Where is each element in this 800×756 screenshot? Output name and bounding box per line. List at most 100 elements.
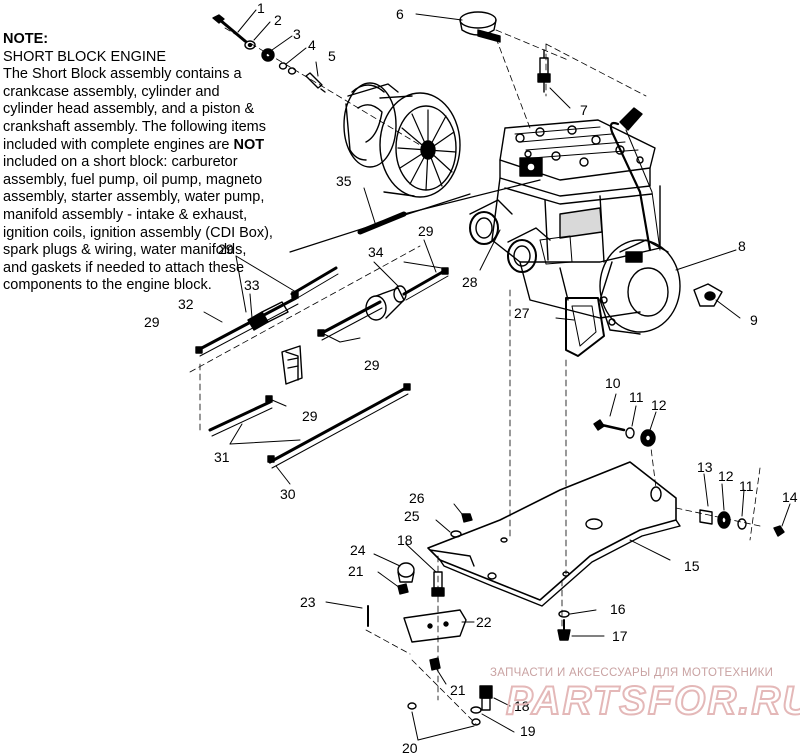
tee-fitting: [281, 345, 303, 385]
watermark-logo: PARTSFOR.RU: [506, 679, 800, 723]
recoil-starter-8: [599, 239, 681, 335]
hose-32: [196, 296, 299, 357]
spark-plug-wire: [609, 107, 661, 252]
callout-21-lower: 21: [450, 682, 466, 698]
nut-21-lower: [429, 657, 441, 671]
nut-26: [461, 513, 473, 523]
callout-27: 27: [514, 305, 530, 321]
callout-28: 28: [462, 274, 478, 290]
bolt-10: [593, 419, 626, 432]
leader-lines: [203, 9, 791, 741]
note-body-part2: included on a short block: carburetor as…: [3, 154, 273, 294]
callout-18-upper: 18: [397, 532, 413, 548]
callout-2: 2: [274, 12, 282, 28]
callout-33: 33: [244, 277, 260, 293]
short-block-note: NOTE: SHORT BLOCK ENGINE The Short Block…: [3, 31, 273, 295]
bumper-24: [397, 562, 415, 583]
bushing-12-upper: [640, 429, 656, 447]
note-body: The Short Block assembly contains a cran…: [3, 66, 273, 293]
callout-17: 17: [612, 628, 628, 644]
callout-34: 34: [368, 244, 384, 260]
cable-35: [289, 179, 541, 253]
intake-flange-right: [507, 227, 551, 273]
hose-30: [268, 386, 409, 469]
bushing-12-lower: [717, 511, 731, 529]
bolt-17: [557, 619, 571, 641]
hose-31: [208, 400, 273, 437]
engine-block: [491, 119, 661, 319]
callout-21-upper: 21: [348, 563, 364, 579]
washer-3: [261, 48, 275, 62]
washer-11-lower: [737, 518, 747, 530]
callout-3: 3: [293, 26, 301, 42]
bracket-27: [565, 297, 605, 357]
callout-10: 10: [605, 375, 621, 391]
hose-upper: [290, 266, 339, 301]
callout-29-c: 29: [144, 314, 160, 330]
callout-20: 20: [402, 740, 418, 756]
washer-11-upper: [625, 427, 635, 439]
bolt-1: [212, 14, 247, 43]
callout-12-lower: 12: [718, 468, 734, 484]
coupler-34: [365, 285, 407, 321]
callout-4: 4: [308, 37, 316, 53]
callout-15: 15: [684, 558, 700, 574]
note-heading: NOTE:: [3, 31, 49, 47]
callout-6: 6: [396, 6, 404, 22]
note-body-part1: The Short Block assembly contains a cran…: [3, 66, 266, 153]
hose-34: [318, 268, 449, 341]
callout-29-a: 29: [218, 241, 234, 257]
callout-25: 25: [404, 508, 420, 524]
spacer-13: [699, 509, 713, 525]
callout-29-e: 29: [302, 408, 318, 424]
callout-26: 26: [409, 490, 425, 506]
washer-16: [558, 610, 570, 618]
watermark: ЗАПЧАСТИ И АКСЕССУАРЫ ДЛЯ МОТОТЕХНИКИ PA…: [490, 667, 800, 724]
cap-6: [459, 11, 501, 43]
note-subheading: SHORT BLOCK ENGINE: [3, 48, 167, 65]
nut-21-upper: [397, 583, 409, 595]
callout-23: 23: [300, 594, 316, 610]
hose-clamps: [195, 267, 449, 463]
mount-9: [693, 283, 723, 307]
callout-11-lower: 11: [739, 478, 754, 494]
callout-8: 8: [738, 238, 746, 254]
intake-flange-left: [469, 199, 513, 245]
callout-12-upper: 12: [651, 397, 667, 413]
callout-13: 13: [697, 459, 713, 475]
callout-5: 5: [328, 48, 336, 64]
callout-35: 35: [336, 173, 352, 189]
washer-19: [470, 706, 482, 714]
callout-11-upper: 11: [629, 389, 644, 405]
spark-plug-7: [537, 49, 551, 93]
callout-29-d: 29: [364, 357, 380, 373]
callout-22: 22: [476, 614, 492, 630]
callout-32: 32: [178, 296, 194, 312]
callout-18-lower: 18: [514, 698, 530, 714]
drive-clutch: [343, 82, 461, 198]
callout-9: 9: [750, 312, 758, 328]
bushing-5: [305, 72, 326, 93]
washer-2: [244, 40, 256, 50]
engine-plate-15: [427, 461, 681, 607]
grommet-18-lower: [479, 685, 493, 711]
callout-31: 31: [214, 449, 230, 465]
callout-14: 14: [782, 489, 798, 505]
bracket-22: [403, 609, 467, 643]
nut-14: [773, 525, 785, 537]
callout-29-b: 29: [418, 223, 434, 239]
callout-1: 1: [257, 0, 265, 16]
fitting-33: [247, 301, 289, 331]
note-body-emphasis: NOT: [233, 136, 265, 153]
washer-20: [407, 702, 481, 726]
callout-7: 7: [580, 102, 588, 118]
callout-24: 24: [350, 542, 366, 558]
callout-labels: 1 2 3 4 5 6 7 8 9 10 11 12 13 12 11 14 1…: [144, 0, 798, 756]
callout-16: 16: [610, 601, 626, 617]
callout-19: 19: [520, 723, 536, 739]
watermark-tagline: ЗАПЧАСТИ И АКСЕССУАРЫ ДЛЯ МОТОТЕХНИКИ: [490, 667, 773, 679]
callout-30: 30: [280, 486, 296, 502]
washer-25: [450, 530, 462, 538]
washer-4: [278, 62, 297, 75]
